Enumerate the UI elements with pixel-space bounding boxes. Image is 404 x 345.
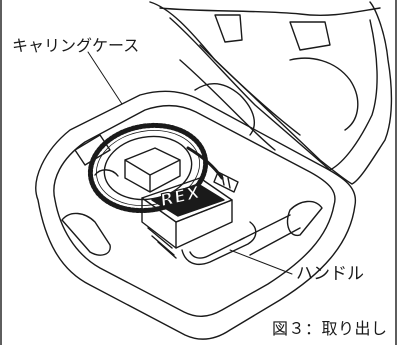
case-lid-cutout-b	[289, 21, 331, 51]
case-lid-recess-right	[289, 57, 359, 131]
label-handle: ハンドル	[296, 264, 364, 284]
label-carrying-case: キャリングケース	[12, 36, 140, 55]
case-handle-cutout	[61, 212, 111, 256]
case-lid-hinge-edge	[159, 7, 381, 16]
device-handle	[181, 221, 257, 266]
device-side-face	[175, 199, 233, 249]
cable-lead	[186, 146, 224, 180]
cable-connector	[213, 171, 239, 193]
figure-caption: 図３：取り出し	[272, 319, 388, 338]
device-grip-lines	[147, 227, 177, 259]
device-logo-panel	[151, 183, 225, 217]
cable-coil-ring	[95, 130, 201, 206]
device-front-face	[141, 197, 177, 249]
case-base-slot	[239, 214, 301, 256]
case-lid-cutout-a	[214, 14, 243, 43]
case-base-pad-right	[286, 200, 323, 237]
device-handle-inner	[189, 237, 245, 259]
case-lid-recess-left	[194, 83, 256, 136]
accessory-box	[124, 147, 181, 193]
cable-coil-outer	[87, 122, 209, 214]
leader-handle	[229, 249, 293, 275]
case-lid-ridge	[179, 44, 301, 151]
cable-coil-inner	[103, 135, 193, 201]
case-base-outer	[35, 90, 357, 340]
leader-carrying-case	[87, 51, 123, 105]
case-lid-inner	[169, 17, 378, 171]
case-base-inner	[53, 105, 336, 317]
case-lid-outer	[149, 1, 393, 185]
